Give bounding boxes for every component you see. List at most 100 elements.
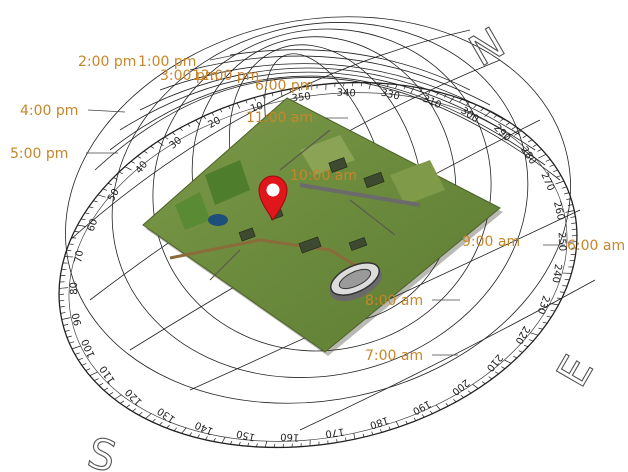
- compass-tick: [571, 222, 577, 224]
- compass-tick: [80, 218, 86, 221]
- compass-tick: [74, 231, 80, 233]
- time-label-9am: 9:00 am: [462, 234, 520, 250]
- time-label-7am: 7:00 am: [365, 348, 423, 364]
- degree-label: 210: [484, 352, 505, 374]
- compass-tick: [538, 153, 547, 159]
- compass-tick: [488, 376, 493, 380]
- compass-tick: [537, 148, 542, 152]
- time-label-5pm: 5:00 pm: [10, 146, 68, 162]
- compass-tick: [238, 441, 241, 446]
- compass-tick: [132, 408, 137, 412]
- compass-tick: [362, 433, 365, 438]
- compass-tick: [453, 399, 457, 403]
- compass-tick: [545, 159, 551, 162]
- compass-tick: [567, 241, 577, 243]
- degree-label: 20: [206, 115, 222, 131]
- compass-tick: [571, 234, 577, 237]
- compass-tick: [255, 443, 258, 447]
- east-label: E: [547, 347, 603, 394]
- compass-tick: [380, 429, 382, 433]
- compass-tick: [353, 433, 356, 440]
- compass-tick: [143, 150, 148, 154]
- degree-label: 80: [69, 282, 81, 295]
- compass-tick: [245, 100, 248, 104]
- compass-tick: [388, 426, 391, 430]
- compass-tick: [564, 192, 570, 195]
- compass-tick: [538, 327, 543, 330]
- compass-tick: [89, 371, 98, 377]
- compass-tick: [501, 366, 506, 369]
- compass-tick: [345, 437, 347, 441]
- compass-tick: [550, 309, 556, 312]
- compass-tick: [527, 139, 533, 143]
- south-label: S: [83, 428, 121, 472]
- time-label-10am: 10:00 am: [290, 168, 357, 184]
- degree-label: 350: [291, 91, 311, 104]
- compass-tick: [159, 421, 163, 426]
- label-leaders: [86, 54, 565, 356]
- compass-tick: [530, 332, 539, 336]
- compass-tick: [69, 341, 75, 344]
- time-label-11am: 11:00 am: [246, 110, 313, 126]
- compass-tick: [565, 210, 575, 213]
- degree-label: 110: [98, 363, 118, 385]
- compass-tick: [166, 424, 170, 429]
- compass-tick: [514, 130, 522, 136]
- compass-tick: [513, 355, 518, 359]
- degree-label: 90: [71, 312, 85, 327]
- sky-dome-arcs: [65, 16, 596, 431]
- compass-tick: [556, 175, 562, 178]
- time-label-6am: 6:00 am: [567, 238, 625, 254]
- degree-label: 30: [167, 135, 184, 152]
- compass-tick: [187, 123, 191, 127]
- compass-tick: [164, 136, 169, 140]
- compass-tick: [273, 443, 276, 448]
- time-label-12pm: 12:00 pm: [192, 68, 259, 84]
- compass-tick: [505, 122, 510, 126]
- compass-tick: [77, 224, 86, 227]
- degree-label: 180: [368, 414, 390, 430]
- compass-tick: [264, 440, 268, 448]
- degree-label: 120: [124, 386, 145, 407]
- compass-tick: [102, 188, 108, 191]
- compass-tick: [352, 82, 354, 87]
- compass-tick: [445, 403, 449, 407]
- compass-tick: [97, 194, 106, 198]
- time-label-2pm: 2:00 pm: [78, 54, 136, 70]
- compass-tick: [152, 418, 156, 423]
- compass-tick: [130, 161, 135, 164]
- compass-tick: [481, 381, 486, 385]
- location-pin-icon: [258, 175, 288, 221]
- compass-tick: [103, 387, 109, 391]
- compass-tick: [124, 166, 132, 171]
- degree-label: 220: [512, 324, 531, 346]
- compass-tick: [137, 155, 142, 159]
- compass-tick: [405, 420, 408, 425]
- compass-tick: [522, 134, 528, 138]
- time-label-1pm: 1:00 pm: [138, 54, 196, 70]
- compass-tick: [181, 427, 187, 434]
- compass-tick: [150, 145, 155, 149]
- degree-label: 160: [280, 431, 300, 443]
- degree-label: 340: [336, 88, 356, 100]
- degree-label: 230: [535, 294, 552, 316]
- compass-tick: [138, 411, 143, 416]
- compass-tick: [74, 352, 80, 355]
- compass-tick: [98, 382, 104, 386]
- compass-tick: [63, 324, 69, 326]
- compass-tick: [81, 363, 87, 366]
- compass-tick: [197, 434, 200, 439]
- degree-label: 70: [73, 250, 86, 264]
- compass-ticks: [59, 82, 577, 448]
- compass-tick: [179, 127, 183, 131]
- time-labels: 2:00 pm 1:00 pm 3:00 pm 12:00 pm 6:00 pm…: [10, 54, 625, 364]
- compass-tick: [429, 410, 433, 414]
- compass-tick: [511, 126, 516, 130]
- compass-tick: [157, 141, 164, 146]
- compass-tick: [371, 431, 374, 435]
- compass-tick: [523, 344, 529, 348]
- degree-label: 280: [518, 145, 538, 167]
- degree-label: 270: [538, 171, 556, 193]
- compass-tick: [262, 95, 265, 99]
- compass-tick: [85, 368, 91, 371]
